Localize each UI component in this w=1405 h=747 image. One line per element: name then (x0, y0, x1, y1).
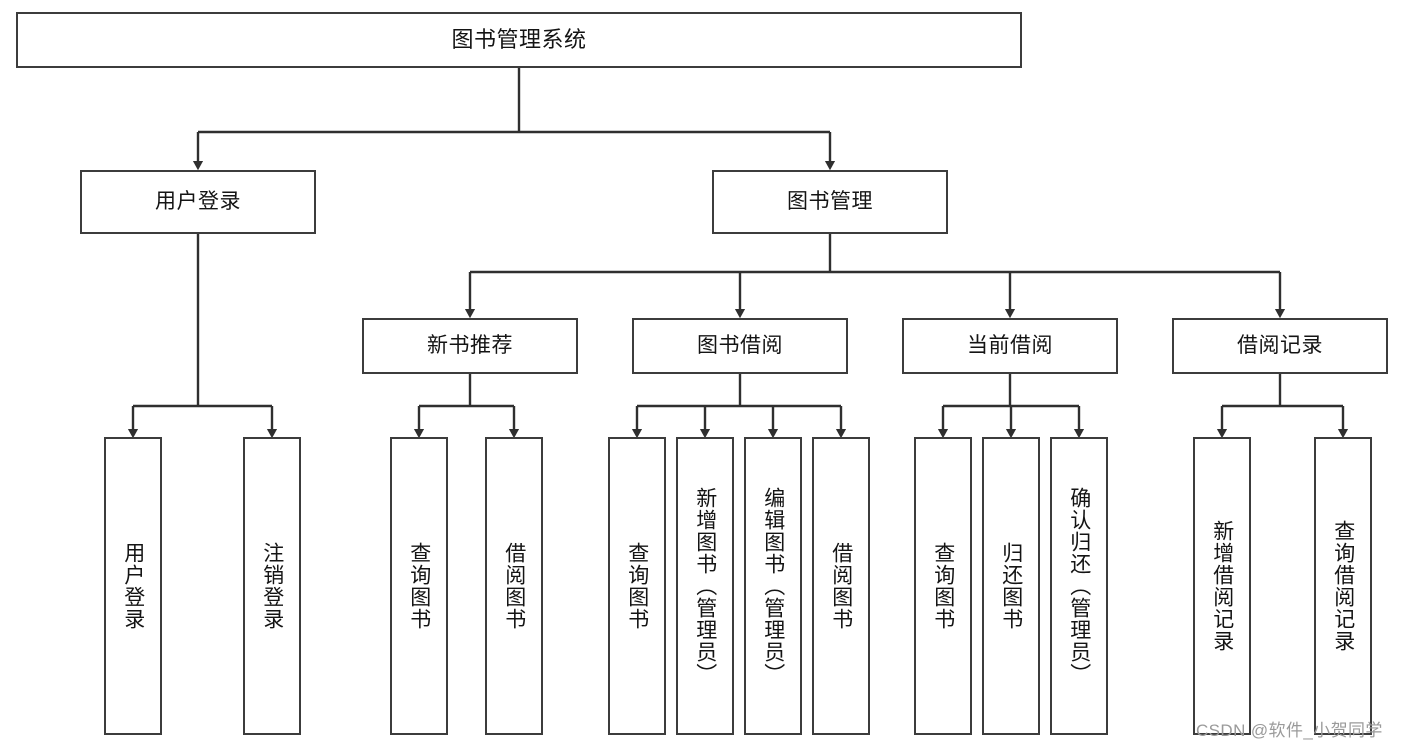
leaf-query-book-2-label: 查询图书 (625, 542, 649, 630)
leaf-edit-book[interactable]: 编辑图书（管理员） (744, 437, 802, 735)
leaf-query-book-1-label: 查询图书 (407, 542, 431, 630)
leaf-confirm-return-label: 确认归还（管理员） (1067, 487, 1091, 685)
node-root[interactable]: 图书管理系统 (16, 12, 1022, 68)
leaf-user-login-label: 用户登录 (121, 542, 145, 630)
leaf-edit-book-label: 编辑图书（管理员） (761, 487, 785, 685)
node-book-borrow-label: 图书借阅 (697, 333, 783, 357)
node-book-manage[interactable]: 图书管理 (712, 170, 948, 234)
leaf-return-book-label: 归还图书 (999, 542, 1023, 630)
leaf-add-book[interactable]: 新增图书（管理员） (676, 437, 734, 735)
leaf-query-book-2[interactable]: 查询图书 (608, 437, 666, 735)
node-borrow-record[interactable]: 借阅记录 (1172, 318, 1388, 374)
leaf-logout-login-label: 注销登录 (260, 542, 284, 630)
node-new-book-recommend-label: 新书推荐 (427, 333, 513, 357)
node-user-login[interactable]: 用户登录 (80, 170, 316, 234)
csdn-watermark: CSDN @软件_小贺同学 (1196, 721, 1383, 740)
leaf-query-book-3[interactable]: 查询图书 (914, 437, 972, 735)
leaf-user-login[interactable]: 用户登录 (104, 437, 162, 735)
leaf-borrow-book-2-label: 借阅图书 (829, 542, 853, 630)
leaf-borrow-book-1[interactable]: 借阅图书 (485, 437, 543, 735)
leaf-query-record[interactable]: 查询借阅记录 (1314, 437, 1372, 735)
node-new-book-recommend[interactable]: 新书推荐 (362, 318, 578, 374)
leaf-query-book-1[interactable]: 查询图书 (390, 437, 448, 735)
leaf-borrow-book-1-label: 借阅图书 (502, 542, 526, 630)
node-user-login-label: 用户登录 (155, 189, 241, 213)
node-current-borrow[interactable]: 当前借阅 (902, 318, 1118, 374)
leaf-query-book-3-label: 查询图书 (931, 542, 955, 630)
leaf-add-record[interactable]: 新增借阅记录 (1193, 437, 1251, 735)
leaf-confirm-return[interactable]: 确认归还（管理员） (1050, 437, 1108, 735)
leaf-add-record-label: 新增借阅记录 (1210, 520, 1234, 652)
node-borrow-record-label: 借阅记录 (1237, 333, 1323, 357)
leaf-return-book[interactable]: 归还图书 (982, 437, 1040, 735)
leaf-borrow-book-2[interactable]: 借阅图书 (812, 437, 870, 735)
node-current-borrow-label: 当前借阅 (967, 333, 1053, 357)
leaf-logout-login[interactable]: 注销登录 (243, 437, 301, 735)
node-root-label: 图书管理系统 (451, 26, 587, 52)
node-book-manage-label: 图书管理 (787, 189, 873, 213)
leaf-query-record-label: 查询借阅记录 (1331, 520, 1355, 652)
node-book-borrow[interactable]: 图书借阅 (632, 318, 848, 374)
leaf-add-book-label: 新增图书（管理员） (693, 487, 717, 685)
